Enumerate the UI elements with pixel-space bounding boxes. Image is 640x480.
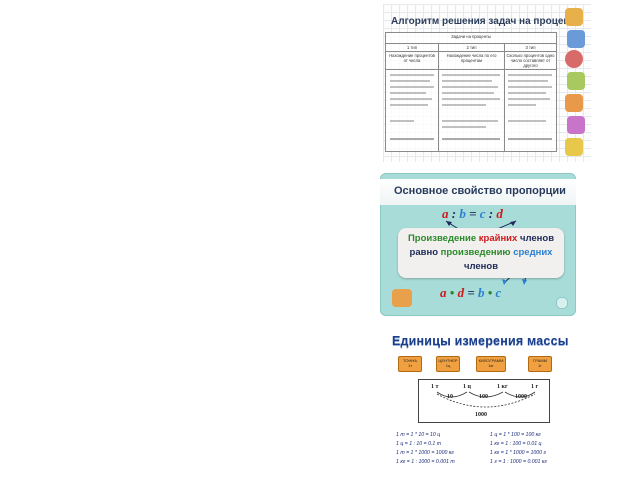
unit-abbr: 1кг	[488, 363, 494, 368]
unit-name: ТОННА	[403, 358, 417, 363]
column-label: 2 тип	[466, 45, 477, 50]
unit-abbr: 1г	[538, 363, 542, 368]
factor-100: 100	[479, 394, 488, 400]
equals-symbol: =	[469, 206, 477, 221]
formula-left: 1 т = 1 * 10 = 10 ц	[396, 432, 441, 438]
percent-algorithm-slide: Алгоритм решения задач на проценты Задач…	[383, 4, 591, 162]
unit-box-tonne: ТОННА 1т	[398, 356, 422, 372]
term-c: c	[479, 206, 486, 221]
conversion-arcs	[436, 391, 536, 408]
table-divider	[386, 69, 556, 70]
owl-icon	[565, 8, 583, 26]
column-label: 3 тип	[525, 45, 536, 50]
unit-box-kilogram: КИЛОГРАММ 1кг	[476, 356, 506, 372]
factor-1000: 1000	[515, 394, 527, 400]
factor-10: 10	[447, 394, 453, 400]
term-a: a	[440, 285, 447, 300]
books-icon	[567, 30, 585, 48]
column-subtitle: Нахождение процентов от числа	[389, 53, 435, 63]
equals-symbol: =	[467, 285, 475, 300]
table-body-text-lines	[390, 74, 552, 140]
formula-right: 1 кг = 1 : 100 = 0.01 ц	[490, 441, 542, 447]
pencil-icon	[567, 72, 585, 90]
unit-box-gram: ГРАММ 1г	[528, 356, 552, 372]
mass-units-title: Единицы измерения массы	[392, 334, 569, 348]
factor-1000-total: 1000	[475, 412, 487, 418]
percent-algorithm-title: Алгоритм решения задач на проценты	[391, 16, 583, 27]
colon-symbol: :	[451, 206, 457, 221]
unit-name: КИЛОГРАММ	[478, 358, 504, 363]
proportion-top-line: a : b = c : d	[442, 206, 503, 222]
formula-left: 1 ц = 1 : 10 = 0.1 т	[396, 441, 442, 447]
mass-units-slide: Единицы измерения массы ТОННА 1т ЦЕНТНЕР…	[388, 334, 584, 476]
rule-word-extreme: крайних	[478, 233, 518, 244]
formula-right: 1 ц = 1 * 100 = 100 кг	[490, 432, 541, 438]
school-supplies-icon	[392, 289, 412, 307]
multiply-dot: •	[449, 285, 455, 300]
unit-name: ЦЕНТНЕР	[438, 358, 458, 363]
term-d: d	[457, 285, 465, 300]
unit-box-centner: ЦЕНТНЕР 1ц	[436, 356, 460, 372]
table-divider	[386, 51, 556, 52]
proportion-title: Основное свойство пропорции	[394, 185, 566, 197]
conv-centner: 1 ц	[463, 384, 471, 390]
multiply-dot: •	[487, 285, 493, 300]
term-a: a	[442, 206, 449, 221]
rule-word-middle: средних	[513, 247, 553, 258]
nav-circle-icon	[556, 297, 568, 309]
table-divider	[386, 43, 556, 44]
unit-name: ГРАММ	[533, 358, 547, 363]
term-b: b	[477, 285, 485, 300]
unit-abbr: 1т	[407, 363, 413, 368]
column-label: 1 тип	[406, 45, 418, 50]
proportion-rule-box: Произведение крайних членов равно произв…	[398, 228, 564, 278]
table-header: Задачи на проценты	[451, 34, 491, 39]
proportion-slide: Основное свойство пропорции a : b = c : …	[380, 173, 576, 316]
percent-table: Задачи на проценты 1 тип 2 тип 3 тип Нах…	[385, 32, 557, 152]
formula-left: 1 т = 1 * 1000 = 1000 кг	[396, 450, 454, 456]
proportion-header: Основное свойство пропорции	[380, 179, 576, 205]
conversion-diagram: 1 т 1 ц 1 кг 1 г 10 100 1000 1000	[418, 379, 550, 423]
conv-tonne: 1 т	[431, 384, 439, 390]
table-divider	[438, 43, 439, 151]
column-subtitle: Сколько процентов одно число составляет …	[506, 53, 555, 68]
unit-abbr: 1ц	[445, 363, 451, 368]
paint-icon	[565, 94, 583, 112]
globe-icon	[565, 50, 583, 68]
rule-word: членов	[463, 261, 499, 272]
rule-word: членов	[519, 233, 555, 244]
rule-word: равно	[409, 247, 438, 258]
formula-right: 1 кг = 1 * 1000 = 1000 г	[490, 450, 547, 456]
term-c: c	[495, 285, 502, 300]
rule-word: произведению	[440, 247, 511, 258]
pencil-character-icon	[565, 138, 583, 156]
term-b: b	[459, 206, 466, 221]
table-divider	[504, 43, 505, 151]
term-d: d	[496, 206, 503, 221]
proportion-bottom-line: a • d = b • c	[440, 285, 501, 301]
decorative-icons	[559, 6, 589, 160]
rule-word: Произведение	[407, 233, 477, 244]
colon-symbol: :	[488, 206, 494, 221]
formula-right: 1 г = 1 : 1000 = 0.001 кг	[490, 459, 547, 465]
conv-kilogram: 1 кг	[497, 384, 508, 390]
conv-gram: 1 г	[531, 384, 539, 390]
formula-left: 1 кг = 1 : 1000 = 0.001 т	[396, 459, 455, 465]
book-icon	[567, 116, 585, 134]
column-subtitle: Нахождение числа по его процентам	[446, 53, 497, 63]
